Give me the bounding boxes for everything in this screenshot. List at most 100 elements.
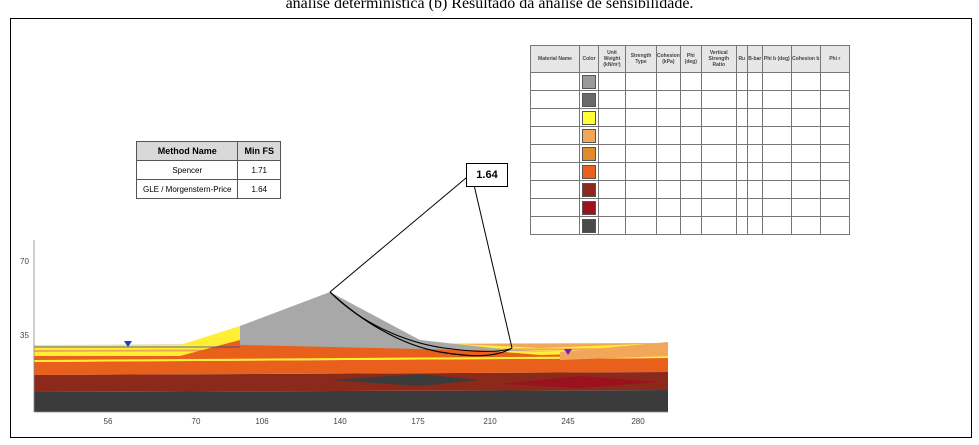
material-cell [700, 144, 737, 163]
layer-foundation-dark [34, 390, 668, 412]
material-cell [656, 162, 681, 181]
fs-header-minfs: Min FS [237, 141, 281, 161]
water-table-marker-right [564, 349, 572, 355]
material-cell [625, 180, 657, 199]
material-cell [746, 198, 763, 217]
material-cell [530, 180, 580, 199]
table-row [530, 72, 850, 91]
material-cell [790, 216, 821, 235]
material-cell [625, 216, 657, 235]
y-tick-label: 35 [20, 331, 29, 340]
fs-leader-right [473, 184, 513, 349]
table-row [530, 90, 850, 109]
material-swatch [582, 200, 596, 215]
material-cell [679, 216, 702, 235]
material-cell [656, 216, 681, 235]
mat-header: B-bar [746, 45, 763, 73]
material-cell [819, 162, 850, 181]
material-cell [530, 90, 580, 109]
fs-value-cell: 1.71 [237, 160, 281, 180]
material-cell [700, 216, 737, 235]
material-cell [679, 126, 702, 145]
material-cell [700, 126, 737, 145]
x-tick-label: 210 [483, 417, 497, 426]
material-cell [790, 108, 821, 127]
material-cell [625, 90, 657, 109]
lens-dark [330, 374, 480, 386]
water-table-marker-left [124, 341, 132, 347]
material-cell [761, 144, 792, 163]
material-cell [746, 72, 763, 91]
material-cell [598, 216, 626, 235]
table-row [530, 198, 850, 217]
mat-header: Phi r [819, 45, 850, 73]
material-cell [700, 180, 737, 199]
x-tick-label: 106 [255, 417, 269, 426]
material-swatch [582, 182, 596, 197]
material-swatch [582, 110, 596, 125]
mat-header: Strength Type [625, 45, 657, 73]
material-cell [746, 108, 763, 127]
material-cell [735, 162, 748, 181]
material-cell [819, 198, 850, 217]
material-cell [679, 198, 702, 217]
lens-red [500, 376, 660, 388]
material-cell [700, 162, 737, 181]
material-cell [761, 72, 792, 91]
fs-method-cell: Spencer [135, 160, 239, 180]
material-cell [530, 126, 580, 145]
material-cell [700, 72, 737, 91]
material-color-cell [579, 126, 599, 145]
material-cell [746, 216, 763, 235]
material-cell [700, 90, 737, 109]
table-row [530, 144, 850, 163]
material-cell [598, 162, 626, 181]
x-tick-label: 56 [104, 417, 113, 426]
material-cell [790, 72, 821, 91]
material-cell [656, 180, 681, 199]
material-cell [656, 144, 681, 163]
material-cell [746, 162, 763, 181]
factor-of-safety-table: Method Name Min FS Spencer 1.71 GLE / Mo… [135, 141, 281, 199]
material-swatch [582, 146, 596, 161]
material-color-cell [579, 108, 599, 127]
material-cell [761, 180, 792, 199]
material-cell [819, 180, 850, 199]
material-cell [761, 198, 792, 217]
mat-header: Vertical Strength Ratio [700, 45, 737, 73]
x-tick-label: 70 [192, 417, 201, 426]
material-cell [625, 108, 657, 127]
mat-header: Ru [735, 45, 748, 73]
mat-header: Color [579, 45, 599, 73]
material-cell [819, 90, 850, 109]
material-cell [530, 72, 580, 91]
material-cell [746, 180, 763, 199]
material-swatch [582, 74, 596, 89]
material-cell [819, 72, 850, 91]
material-cell [819, 108, 850, 127]
material-cell [761, 108, 792, 127]
material-cell [700, 198, 737, 217]
layer-orange-lower [34, 358, 668, 375]
material-cell [598, 126, 626, 145]
material-cell [679, 180, 702, 199]
material-cell [625, 162, 657, 181]
material-cell [700, 108, 737, 127]
fs-method-cell: GLE / Morgenstern-Price [135, 179, 239, 199]
mat-header: Cohesion (kPa) [656, 45, 681, 73]
material-cell [625, 198, 657, 217]
material-swatch [582, 164, 596, 179]
table-row: GLE / Morgenstern-Price 1.64 [135, 179, 281, 199]
material-cell [625, 126, 657, 145]
fs-leader-left [329, 177, 467, 293]
material-cell [679, 144, 702, 163]
material-cell [656, 90, 681, 109]
material-cell [679, 72, 702, 91]
material-cell [598, 90, 626, 109]
x-tick-label: 140 [333, 417, 347, 426]
material-cell [598, 144, 626, 163]
material-cell [656, 72, 681, 91]
material-cell [735, 72, 748, 91]
x-tick-label: 245 [561, 417, 575, 426]
